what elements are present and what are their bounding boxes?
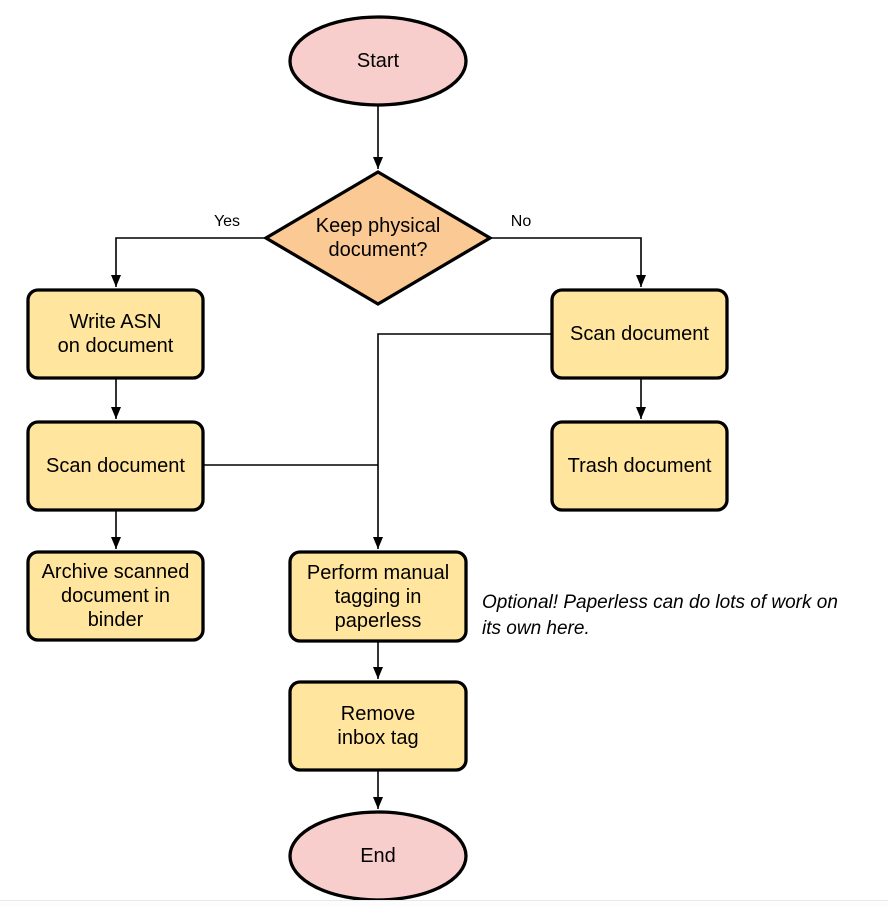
edge-decision-no-to-scan-right [490,237,646,287]
optional-note: Optional! Paperless can do lots of work … [482,592,838,639]
trash-node-shape [550,420,729,512]
tagging-node-shape [288,550,468,643]
decision-node-shape [262,170,494,306]
page-bottom-border [0,900,888,907]
yes-edge-label: Yes [213,213,241,230]
scan-left-node-shape [26,420,205,512]
scan-right-node-shape [550,288,729,380]
end-node-shape [288,810,468,902]
no-edge-label: No [510,213,532,230]
remove-inbox-node-shape [288,680,468,772]
edge-decision-yes-to-write-asn [111,237,266,287]
write-asn-node-shape [26,288,205,380]
archive-node-shape [26,550,205,642]
edge-scan-right-to-tagging [373,333,552,549]
start-node-shape [288,15,468,107]
